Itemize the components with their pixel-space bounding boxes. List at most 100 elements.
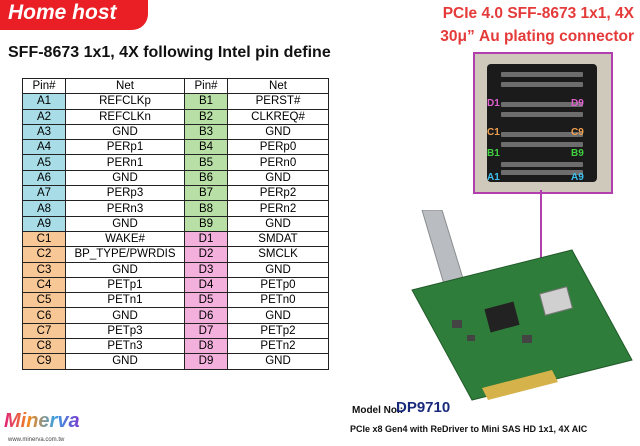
pin-number-left: A1 bbox=[22, 93, 66, 110]
pin-row-d bbox=[501, 72, 583, 77]
net-name-right: GND bbox=[227, 215, 329, 232]
net-name-left: PERp3 bbox=[65, 185, 185, 202]
pin-number-left: C3 bbox=[22, 261, 66, 278]
model-description: PCIe x8 Gen4 with ReDriver to Mini SAS H… bbox=[350, 424, 588, 434]
pin-row-b2 bbox=[501, 142, 583, 147]
pin-number-right: B7 bbox=[184, 185, 228, 202]
net-name-right: SMCLK bbox=[227, 246, 329, 263]
label-b9: B9 bbox=[571, 148, 584, 159]
net-name-left: WAKE# bbox=[65, 230, 185, 248]
pin-number-left: A6 bbox=[22, 169, 66, 187]
pin-number-right: B5 bbox=[184, 154, 228, 171]
connector-link-line bbox=[540, 190, 542, 295]
net-name-left: REFCLKn bbox=[65, 108, 185, 125]
redriver-chip bbox=[484, 301, 520, 333]
net-name-left: PETp3 bbox=[65, 322, 185, 340]
pin-number-right: D6 bbox=[184, 307, 228, 324]
pin-number-left: C1 bbox=[22, 230, 66, 248]
pin-row-c bbox=[501, 102, 583, 107]
net-name-left: PERp1 bbox=[65, 139, 185, 156]
pin-number-left: C4 bbox=[22, 276, 66, 294]
net-name-left: GND bbox=[65, 261, 185, 278]
pin-number-right: B8 bbox=[184, 200, 228, 217]
pin-number-right: B1 bbox=[184, 93, 228, 110]
pin-number-right: D8 bbox=[184, 338, 228, 355]
pin-row-d2 bbox=[501, 82, 583, 87]
pin-number-left: A4 bbox=[22, 139, 66, 156]
label-d9: D9 bbox=[571, 98, 584, 109]
gold-fingers bbox=[482, 370, 558, 400]
connector-headline: PCIe 4.0 SFF-8673 1x1, 4X 30μ” Au platin… bbox=[404, 2, 634, 48]
pin-number-left: A3 bbox=[22, 123, 66, 141]
pin-number-left: A7 bbox=[22, 185, 66, 202]
pin-number-left: C6 bbox=[22, 307, 66, 324]
net-name-right: PERp2 bbox=[227, 185, 329, 202]
pin-number-right: B6 bbox=[184, 169, 228, 187]
net-name-left: GND bbox=[65, 307, 185, 324]
pin-number-left: A5 bbox=[22, 154, 66, 171]
net-name-left: GND bbox=[65, 123, 185, 141]
pin-number-right: B4 bbox=[184, 139, 228, 156]
pin-table-header: Pin# Net Pin# Net bbox=[22, 77, 329, 95]
minerva-logo: Minerva bbox=[4, 410, 80, 433]
label-a1: A1 bbox=[487, 172, 500, 183]
logo-url: www.minerva.com.tw bbox=[8, 437, 65, 443]
pin-number-left: C8 bbox=[22, 338, 66, 355]
net-name-right: GND bbox=[227, 261, 329, 278]
pin-number-left: A8 bbox=[22, 200, 66, 217]
net-name-left: REFCLKp bbox=[65, 93, 185, 110]
model-code: DP9710 bbox=[396, 399, 451, 416]
net-name-left: GND bbox=[65, 353, 185, 370]
header-pin-1: Pin# bbox=[22, 77, 66, 95]
net-name-right: PETn2 bbox=[227, 338, 329, 355]
net-name-right: PETp2 bbox=[227, 322, 329, 340]
header-net-2: Net bbox=[227, 77, 329, 95]
pin-row-a bbox=[501, 162, 583, 167]
headline-line-1: PCIe 4.0 SFF-8673 1x1, 4X bbox=[442, 5, 634, 22]
banner-title: Home host bbox=[8, 1, 117, 24]
component-1 bbox=[452, 320, 462, 328]
connector-photo: D1 D9 C1 C9 B1 B9 A1 A9 bbox=[473, 52, 613, 194]
label-c9: C9 bbox=[571, 127, 584, 138]
pin-number-left: A9 bbox=[22, 215, 66, 232]
net-name-right: GND bbox=[227, 307, 329, 324]
pin-number-right: B9 bbox=[184, 215, 228, 232]
pin-row-a2 bbox=[501, 170, 583, 175]
pcie-card-image bbox=[411, 210, 633, 401]
net-name-right: PERn2 bbox=[227, 200, 329, 217]
pin-number-right: D5 bbox=[184, 292, 228, 309]
pin-number-right: D1 bbox=[184, 230, 228, 248]
net-name-left: GND bbox=[65, 169, 185, 187]
label-b1: B1 bbox=[487, 148, 500, 159]
page-subtitle: SFF-8673 1x1, 4X following Intel pin def… bbox=[8, 44, 331, 61]
pin-number-right: D7 bbox=[184, 322, 228, 340]
logo-text: Minerva bbox=[4, 410, 80, 432]
pin-number-right: B3 bbox=[184, 123, 228, 141]
net-name-right: CLKREQ# bbox=[227, 108, 329, 125]
pin-number-right: D9 bbox=[184, 353, 228, 370]
pcb-board bbox=[411, 249, 633, 401]
net-name-left: PERn3 bbox=[65, 200, 185, 217]
pin-number-left: C7 bbox=[22, 322, 66, 340]
header-pin-2: Pin# bbox=[184, 77, 228, 95]
net-name-right: PERn0 bbox=[227, 154, 329, 171]
label-d1: D1 bbox=[487, 98, 500, 109]
net-name-right: GND bbox=[227, 353, 329, 370]
net-name-right: PERp0 bbox=[227, 139, 329, 156]
net-name-right: GND bbox=[227, 123, 329, 141]
